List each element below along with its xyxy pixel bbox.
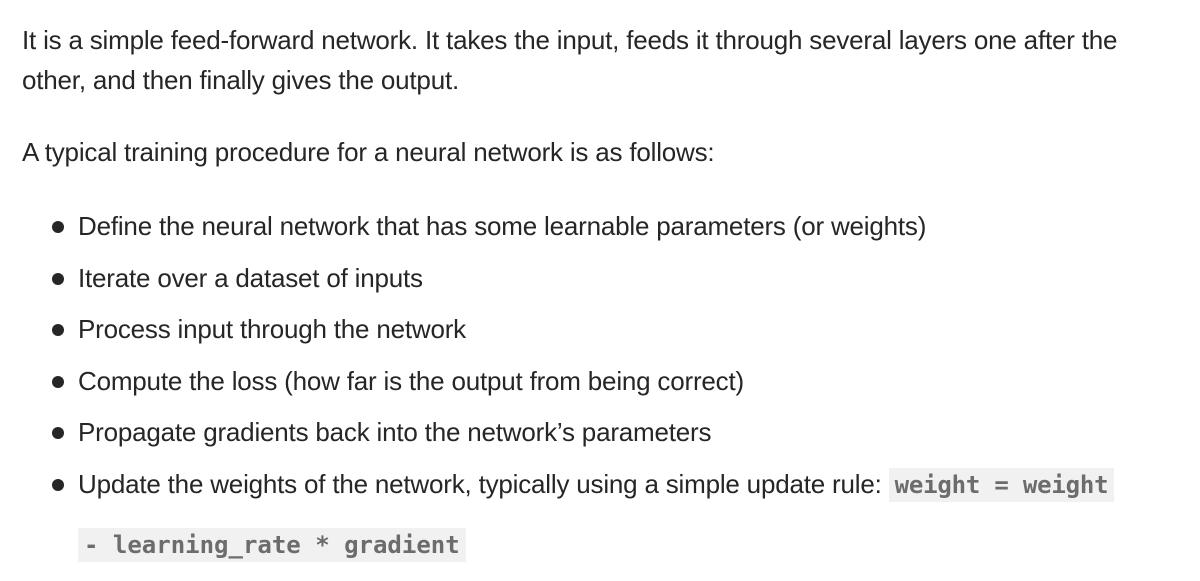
bullet-icon	[52, 427, 64, 439]
list-item-text: Propagate gradients back into the networ…	[78, 417, 712, 447]
list-item-text: Define the neural network that has some …	[78, 211, 927, 241]
list-item: Define the neural network that has some …	[22, 206, 1200, 246]
bullet-icon	[52, 272, 64, 285]
list-item-text: Compute the loss (how far is the output …	[78, 365, 744, 396]
procedure-lead-paragraph: A typical training procedure for a neura…	[22, 137, 715, 167]
intro-paragraph: It is a simple feed-forward network. It …	[22, 25, 1118, 95]
bullet-icon	[52, 324, 64, 336]
bullet-icon	[52, 478, 64, 491]
list-item-text: Iterate over a dataset of inputs	[78, 262, 423, 293]
list-item: Propagate gradients back into the networ…	[22, 412, 1200, 452]
list-item-text: Process input through the network	[78, 314, 466, 344]
bullet-icon	[52, 375, 64, 388]
bullet-icon	[52, 221, 64, 233]
list-item: Update the weights of the network, typic…	[22, 464, 1200, 504]
list-item: Process input through the network	[22, 309, 1200, 349]
update-rule-continuation: - learning_rate * gradient	[78, 524, 466, 565]
training-steps-list: Define the neural network that has some …	[22, 206, 1200, 504]
update-rule-code-line1: weight = weight	[888, 467, 1115, 502]
update-rule-code-line2: - learning_rate * gradient	[78, 528, 466, 562]
list-item-text: Update the weights of the network, typic…	[78, 468, 882, 499]
list-item: Iterate over a dataset of inputs	[22, 258, 1200, 298]
list-item: Compute the loss (how far is the output …	[22, 361, 1200, 401]
